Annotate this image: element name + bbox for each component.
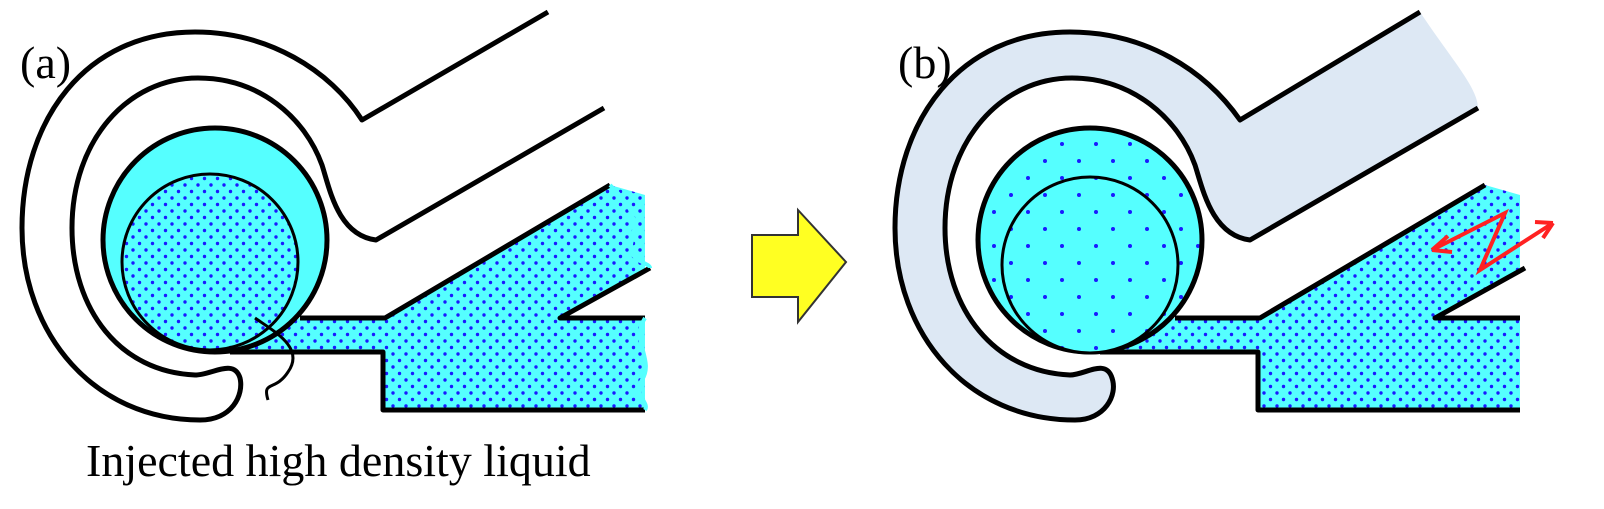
channel-liquid-b — [1100, 185, 1520, 410]
right-arrow-icon — [751, 207, 848, 325]
channel-notch-b — [1432, 265, 1527, 321]
annotation-text: Injected high density liquid — [86, 435, 591, 486]
channel-upper-wall-b — [1175, 182, 1487, 321]
channel-wall-b — [1100, 349, 1520, 413]
inner-core-b — [1000, 175, 1180, 355]
panel-label-b: (b) — [898, 37, 952, 88]
cut-edge-a — [608, 183, 652, 412]
vibration-arrow-icon — [1430, 208, 1555, 276]
channel-liquid-a — [230, 185, 645, 410]
channel-wall-a — [230, 349, 645, 413]
outer-shell-a — [19, 9, 606, 423]
channel-upper-wall-a — [300, 182, 612, 321]
leader-line-a — [254, 316, 295, 401]
outer-shell-outline-b — [892, 9, 1480, 423]
panel-a: (a) Injected high density liquid — [19, 9, 652, 486]
channel-notch-a — [557, 265, 652, 321]
panel-b: (b) — [892, 9, 1555, 423]
inner-core-a — [120, 172, 300, 352]
panel-label-a: (a) — [20, 37, 71, 88]
outer-shell-b — [895, 12, 1478, 420]
